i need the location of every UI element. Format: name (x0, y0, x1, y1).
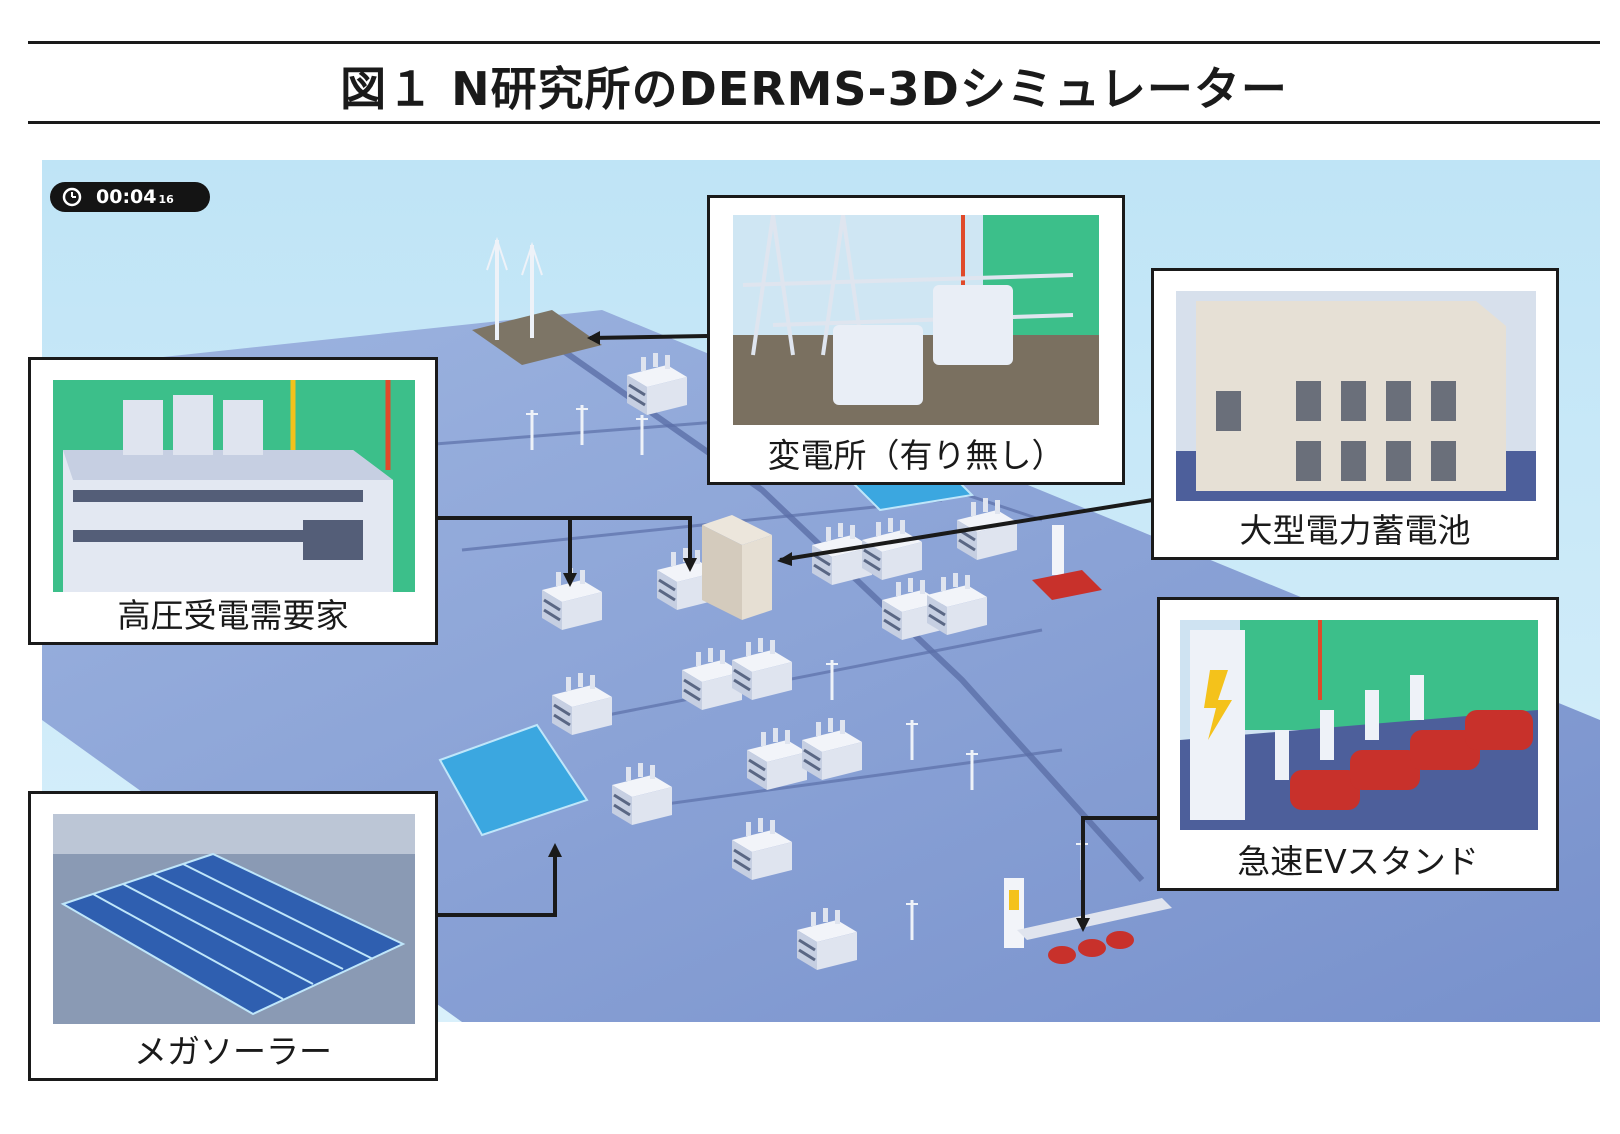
hv-customer-image (53, 380, 415, 592)
mega-solar-label: メガソーラー (134, 1032, 332, 1071)
hv-customer-label: 高圧受電需要家 (117, 596, 349, 635)
scene-solar-array[interactable] (438, 723, 589, 837)
battery-label: 大型電力蓄電池 (1239, 511, 1471, 550)
feeder-line-4 (621, 748, 1063, 812)
clock-icon (62, 187, 82, 207)
title-top-rule (28, 41, 1600, 44)
timer-time: 00:04 (96, 186, 157, 208)
mega-solar-image (53, 814, 415, 1024)
feeder-line-3 (581, 628, 1043, 722)
ev-stand-label: 急速EVスタンド (1237, 842, 1479, 881)
callout-ev-stand[interactable]: 急速EVスタンド (1157, 597, 1559, 891)
ev-stand-image (1180, 620, 1538, 830)
scene-battery[interactable] (702, 515, 772, 620)
callout-hv-customer[interactable]: 高圧受電需要家 (28, 357, 438, 645)
substation-image (733, 215, 1099, 425)
scene-substation[interactable] (472, 236, 602, 365)
title-bottom-rule (28, 121, 1600, 124)
battery-image (1176, 291, 1536, 501)
substation-label: 変電所（有り無し） (767, 436, 1065, 475)
main-power-line (560, 347, 1145, 883)
timer-frames: 16 (158, 193, 174, 206)
figure-title: 図１ N研究所のDERMS-3Dシミュレーター (340, 62, 1288, 116)
callout-battery[interactable]: 大型電力蓄電池 (1151, 268, 1559, 560)
callout-mega-solar[interactable]: メガソーラー (28, 791, 438, 1081)
callout-substation[interactable]: 変電所（有り無し） (707, 195, 1125, 485)
